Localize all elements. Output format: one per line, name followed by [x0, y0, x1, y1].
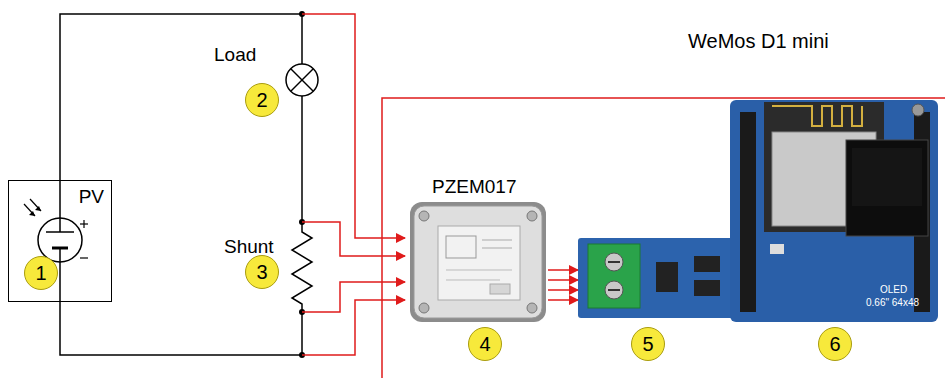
part-label: PZEM017	[432, 176, 516, 198]
callout-number: 6	[818, 327, 852, 361]
panel-label: PV	[79, 186, 104, 208]
board-print: 0.66" 64x48	[866, 297, 919, 309]
callout-text: 5	[642, 334, 653, 354]
callout-text: 4	[479, 334, 490, 354]
pzem-device	[410, 202, 546, 322]
black-wires	[60, 14, 302, 355]
part-label: Load	[214, 44, 256, 66]
part-label: WeMos D1 mini	[688, 30, 829, 53]
red-wires	[302, 14, 945, 378]
callout-text: 6	[829, 334, 840, 354]
pv-source-symbol	[24, 199, 88, 262]
callout-number: 1	[24, 256, 58, 290]
part-label: Shunt	[224, 236, 274, 258]
resistor-symbol	[292, 222, 312, 312]
wemos-board	[730, 100, 938, 322]
junction-dots	[299, 11, 305, 358]
pv-panel-box: PV 1	[8, 180, 112, 302]
lamp-symbol	[286, 64, 318, 96]
callout-text: 3	[256, 262, 267, 282]
board-print: OLED	[880, 284, 907, 296]
callout-number: 2	[245, 83, 279, 117]
callout-number: 3	[245, 255, 279, 289]
callout-text: 1	[35, 263, 46, 283]
callout-number: 5	[631, 327, 665, 361]
callout-text: 2	[256, 90, 267, 110]
callout-number: 4	[468, 327, 502, 361]
